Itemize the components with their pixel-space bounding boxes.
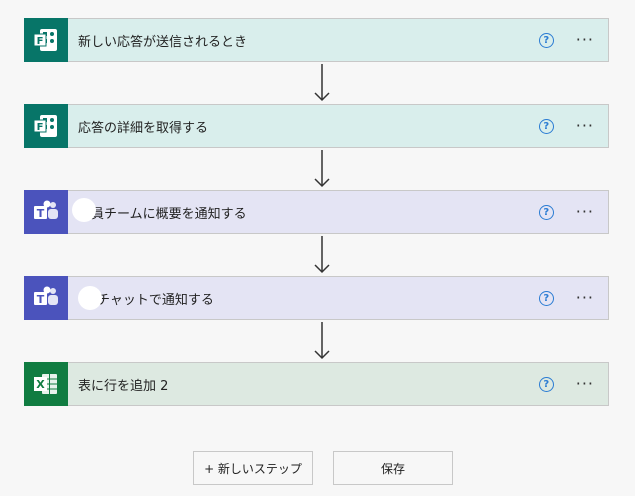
new-step-button[interactable]: + 新しいステップ bbox=[193, 451, 313, 485]
help-icon[interactable]: ? bbox=[538, 290, 554, 306]
more-options-icon[interactable]: ··· bbox=[575, 288, 594, 307]
flow-step-add-row-to-table[interactable]: X 表に行を追加 2 ? ··· bbox=[24, 361, 609, 406]
flow-step-notify-chat[interactable]: T にチャットで通知する ? ··· bbox=[24, 275, 609, 320]
flow-step-notify-staff-team[interactable]: T 職員チームに概要を通知する ? ··· bbox=[24, 189, 609, 234]
teams-icon: T bbox=[24, 275, 68, 320]
svg-text:F: F bbox=[37, 36, 44, 47]
more-options-icon[interactable]: ··· bbox=[575, 374, 594, 393]
step-title: にチャットで通知する bbox=[84, 292, 214, 308]
help-icon[interactable]: ? bbox=[538, 376, 554, 392]
step-title: 職員チームに概要を通知する bbox=[78, 206, 247, 222]
step-title: 表に行を追加 2 bbox=[78, 378, 169, 394]
more-options-icon[interactable]: ··· bbox=[575, 30, 594, 49]
connector-arrow bbox=[314, 64, 330, 102]
teams-icon: T bbox=[24, 189, 68, 234]
svg-text:T: T bbox=[37, 207, 45, 220]
connector-arrow bbox=[314, 322, 330, 360]
redaction-mark bbox=[78, 286, 102, 310]
forms-icon: F bbox=[24, 17, 68, 62]
forms-icon: F bbox=[24, 103, 68, 148]
help-icon[interactable]: ? bbox=[538, 118, 554, 134]
step-title: 応答の詳細を取得する bbox=[78, 120, 209, 136]
help-icon[interactable]: ? bbox=[538, 32, 554, 48]
more-options-icon[interactable]: ··· bbox=[575, 202, 594, 221]
redaction-mark bbox=[72, 198, 96, 222]
connector-arrow bbox=[314, 150, 330, 188]
flow-step-new-response-trigger[interactable]: F 新しい応答が送信されるとき ? ··· bbox=[24, 17, 609, 62]
svg-text:F: F bbox=[37, 122, 44, 133]
connector-arrow bbox=[314, 236, 330, 274]
help-icon[interactable]: ? bbox=[538, 204, 554, 220]
svg-text:X: X bbox=[36, 378, 45, 391]
excel-icon: X bbox=[24, 361, 68, 406]
svg-text:T: T bbox=[37, 293, 45, 306]
step-title: 新しい応答が送信されるとき bbox=[78, 34, 248, 50]
more-options-icon[interactable]: ··· bbox=[575, 116, 594, 135]
flow-step-get-response-details[interactable]: F 応答の詳細を取得する ? ··· bbox=[24, 103, 609, 148]
save-button[interactable]: 保存 bbox=[333, 451, 453, 485]
